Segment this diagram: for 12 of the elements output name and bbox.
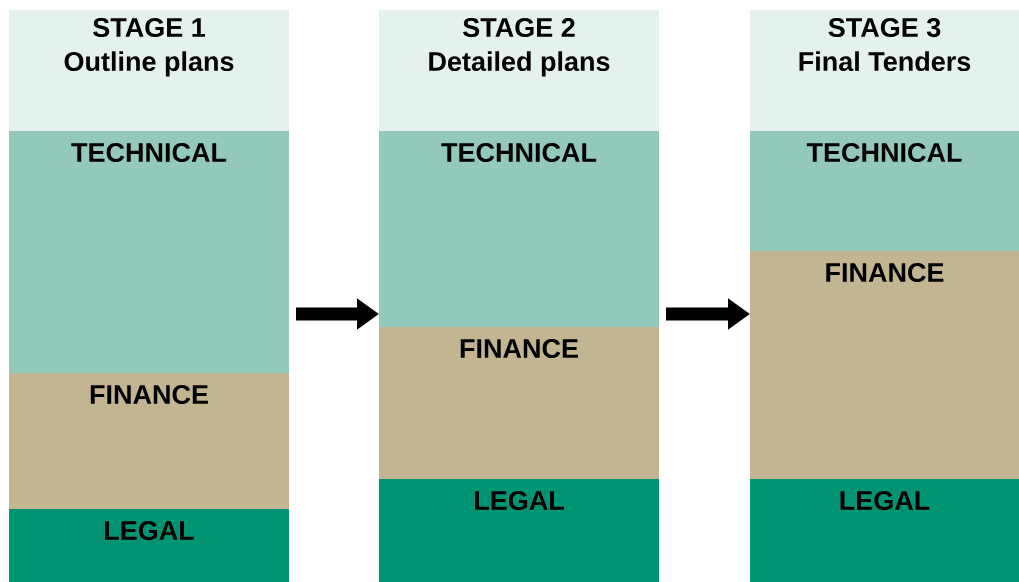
stage-header: STAGE 2 Detailed plans: [379, 10, 659, 131]
legal-band: LEGAL: [379, 479, 659, 582]
technical-band: TECHNICAL: [9, 131, 289, 373]
stage-header: STAGE 3 Final Tenders: [750, 10, 1019, 131]
finance-band: FINANCE: [750, 251, 1019, 479]
technical-band: TECHNICAL: [750, 131, 1019, 251]
finance-band: FINANCE: [379, 327, 659, 479]
technical-band: TECHNICAL: [379, 131, 659, 327]
legal-band: LEGAL: [750, 479, 1019, 582]
legal-band: LEGAL: [9, 509, 289, 582]
stage-header: STAGE 1 Outline plans: [9, 10, 289, 131]
finance-band: FINANCE: [9, 373, 289, 509]
